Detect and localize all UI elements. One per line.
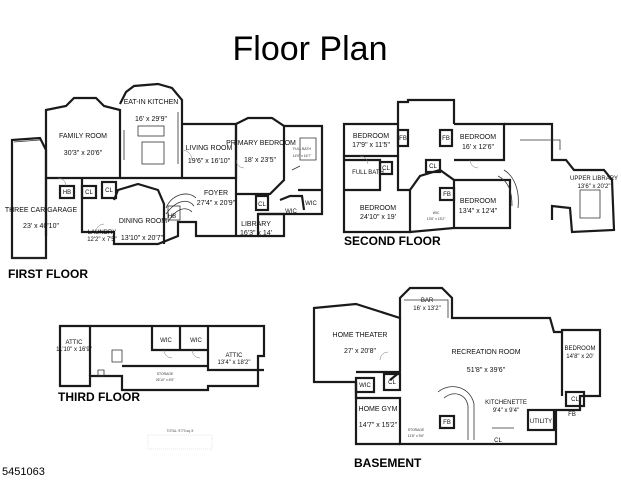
second-floor-label: SECOND FLOOR	[344, 234, 441, 248]
tag-cl: CL	[388, 380, 396, 386]
room-garage-dims: 23' x 40'10"	[23, 223, 59, 230]
room-bedroom: BEDROOM	[360, 205, 396, 212]
room-attic: ATTIC	[226, 353, 244, 359]
room-library: LIBRARY	[241, 221, 271, 228]
room-living-room-dims: 19'6" x 16'10"	[188, 158, 231, 165]
room-family-room-dims: 30'3" x 20'6"	[64, 150, 103, 157]
room-storage: STORAGE	[157, 372, 174, 376]
room-garage: THREE CAR GARAGE	[5, 207, 78, 214]
tag-fb: FB	[568, 412, 576, 418]
room-home-theater-dims: 27' x 20'8"	[344, 348, 377, 355]
room-library-dims: 16'3" x 14'	[240, 230, 272, 237]
room-wic-dims: 13'6" x 15'2"	[427, 217, 446, 221]
tag-cl: CL	[571, 397, 579, 403]
room-attic: ATTIC	[66, 340, 84, 346]
tag-hb: HB	[63, 190, 71, 196]
room-bedroom-dims: 24'10" x 19'	[360, 214, 396, 221]
tag-wic: WIC	[285, 209, 297, 215]
room-kitchen: EAT-IN KITCHEN	[124, 99, 179, 106]
room-kitchen-dims: 16' x 29'9"	[135, 116, 168, 123]
room-bedroom-dims: 14'8" x 20'	[566, 354, 593, 360]
tag-cl: CL	[85, 190, 93, 196]
room-wic: WIC	[160, 338, 172, 344]
basement-plan	[312, 286, 602, 446]
totals-note: TOTAL: 9773 sq. ft	[167, 429, 194, 433]
room-storage-dims: 26'10" x 6'5"	[156, 378, 175, 382]
tag-cl: CL	[382, 166, 390, 172]
room-laundry: LAUNDRY	[88, 230, 117, 236]
tag-wic: WIC	[359, 383, 371, 389]
room-kitchenette: KITCHENETTE	[485, 400, 527, 406]
room-recreation-room-dims: 51'8" x 39'6"	[467, 367, 506, 374]
tag-cl: CL	[258, 202, 266, 208]
room-storage-dims: 11'8" x 9'6"	[408, 434, 425, 438]
tag-utility: UTILITY	[530, 419, 552, 425]
area-breakdown-note	[147, 434, 213, 450]
room-bedroom: BEDROOM	[460, 198, 496, 205]
room-bar-dims: 16' x 13'2"	[413, 306, 440, 312]
room-foyer: FOYER	[204, 190, 228, 197]
first-floor-plan	[10, 82, 324, 260]
room-bedroom-dims: 13'4" x 12'4"	[459, 208, 498, 215]
tag-fb: FB	[443, 420, 451, 426]
room-bedroom: BEDROOM	[564, 346, 595, 352]
room-attic-dims: 13'4" x 18'2"	[218, 360, 251, 366]
room-storage: STORAGE	[408, 428, 425, 432]
basement-label: BASEMENT	[354, 456, 422, 470]
room-primary-bedroom: PRIMARY BEDROOM	[226, 140, 296, 147]
tag-cl: CL	[494, 438, 502, 444]
room-bedroom: BEDROOM	[353, 133, 389, 140]
tag-fb: FB	[442, 136, 450, 142]
room-wic: WIC	[433, 211, 440, 215]
tag-wic: WIC	[305, 201, 317, 207]
room-home-theater: HOME THEATER	[333, 332, 388, 339]
listing-id: 5451063	[2, 466, 45, 478]
room-laundry-dims: 12'2" x 7'5"	[87, 237, 117, 243]
room-full-bath: FULL BATH	[352, 170, 384, 176]
room-home-gym: HOME GYM	[359, 406, 398, 413]
tag-cl: CL	[105, 188, 113, 194]
second-floor-plan	[342, 98, 616, 234]
room-recreation-room: RECREATION ROOM	[451, 349, 520, 356]
room-upper-library: UPPER LIBRARY	[570, 176, 618, 182]
room-dining-room-dims: 13'10" x 20'7"	[121, 235, 164, 242]
room-upper-library-dims: 13'6" x 20'2"	[578, 184, 611, 190]
room-primary-bedroom-dims: 18' x 23'5"	[244, 157, 277, 164]
room-attic-dims: 11'10" x 16'9"	[56, 347, 92, 353]
page-title: Floor Plan	[233, 30, 388, 68]
room-kitchenette-dims: 9'4" x 9'4"	[493, 408, 519, 414]
third-floor-label: THIRD FLOOR	[58, 390, 140, 404]
room-wic: WIC	[190, 338, 202, 344]
room-foyer-dims: 27'4" x 20'9"	[197, 200, 236, 207]
tag-fb: FB	[443, 192, 451, 198]
tag-hb: HB	[168, 214, 176, 220]
room-full-bath: FULL BATH	[293, 147, 311, 151]
tag-fb: FB	[399, 136, 407, 142]
room-bedroom-dims: 16' x 12'6"	[462, 144, 495, 151]
tag-cl: CL	[429, 164, 437, 170]
room-dining-room: DINING ROOM	[119, 218, 167, 225]
room-bedroom: BEDROOM	[460, 134, 496, 141]
room-bedroom-dims: 17'9" x 11'5"	[352, 142, 390, 149]
room-home-gym-dims: 14'7" x 15'2"	[359, 422, 398, 429]
room-family-room: FAMILY ROOM	[59, 133, 107, 140]
room-full-bath-dims: 14'9" x 16'7"	[293, 154, 312, 158]
room-living-room: LIVING ROOM	[186, 145, 233, 152]
first-floor-label: FIRST FLOOR	[8, 267, 88, 281]
third-floor-plan	[58, 324, 266, 392]
room-bar: BAR	[421, 298, 434, 304]
